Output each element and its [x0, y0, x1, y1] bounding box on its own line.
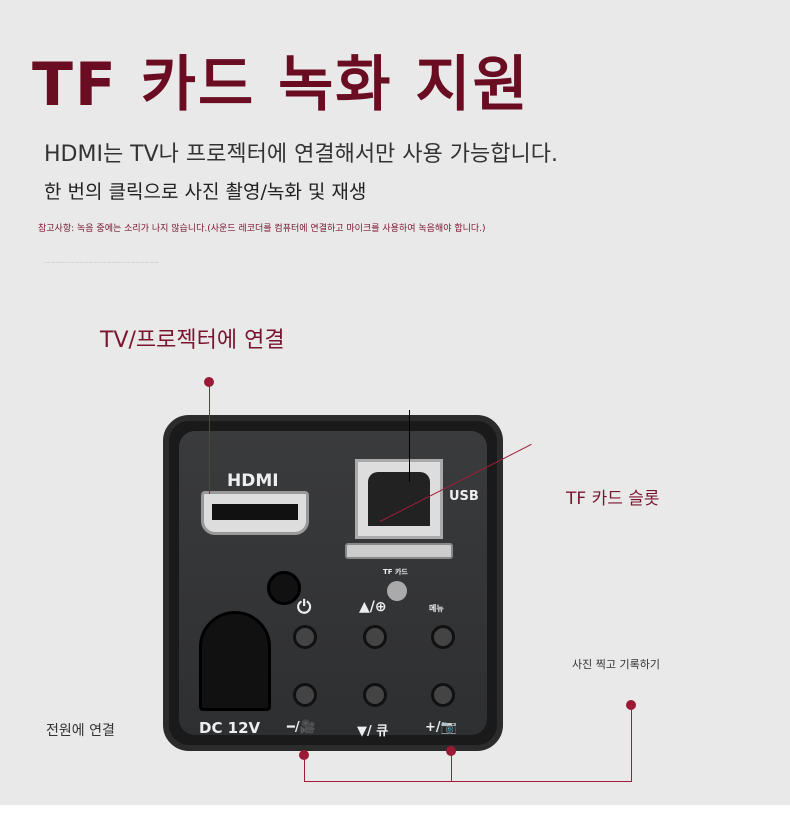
- up-zoom-button[interactable]: [363, 625, 387, 649]
- callout-line-photo: [631, 705, 632, 782]
- minus-record-label: ━/🎥: [287, 720, 316, 735]
- plus-photo-button[interactable]: [431, 683, 455, 707]
- fine-print-decoration: ········································…: [44, 260, 159, 265]
- power-button[interactable]: [293, 625, 317, 649]
- usb-label: USB: [449, 489, 479, 504]
- camera-back-panel: HDMI USB TF 카드 ⏻ ▲/⊕ 메뉴 DC 12V ━/🎥 ▼/ 큐 …: [163, 415, 503, 751]
- tf-slot: [345, 543, 453, 559]
- callout-photo: 사진 찍고 기록하기: [572, 658, 660, 671]
- power-icon: ⏻: [297, 597, 312, 618]
- callout-line-usb: [409, 410, 410, 482]
- panel-face: HDMI USB TF 카드 ⏻ ▲/⊕ 메뉴 DC 12V ━/🎥 ▼/ 큐 …: [179, 431, 487, 739]
- tf-led: [387, 581, 407, 601]
- callout-line-tv: [209, 382, 210, 494]
- note-text: 참고사항: 녹음 중에는 소리가 나지 않습니다.(사운드 레코더를 컴퓨터에 …: [38, 224, 486, 234]
- callout-tf-slot: TF 카드 슬롯: [566, 489, 660, 509]
- dc-label: DC 12V: [199, 719, 261, 737]
- dc-jack: [199, 611, 271, 711]
- headline: TF 카드 녹화 지원: [32, 50, 530, 120]
- callout-line-plus: [451, 751, 452, 782]
- callout-power: 전원에 연결: [46, 723, 115, 739]
- ir-sensor: [267, 571, 301, 605]
- menu-label: 메뉴: [429, 604, 444, 613]
- callout-line-record: [304, 755, 305, 782]
- callout-line-bottom: [304, 781, 632, 782]
- down-label: ▼/ 큐: [357, 724, 389, 739]
- down-playback-button[interactable]: [363, 683, 387, 707]
- menu-button[interactable]: [431, 625, 455, 649]
- hdmi-label: HDMI: [227, 471, 279, 491]
- plus-photo-label: +/📷: [425, 720, 457, 735]
- subtitle-hdmi: HDMI는 TV나 프로젝터에 연결해서만 사용 가능합니다.: [44, 142, 558, 167]
- minus-record-button[interactable]: [293, 683, 317, 707]
- callout-tv: TV/프로젝터에 연결: [100, 328, 285, 353]
- bottom-strip: [0, 805, 790, 815]
- hdmi-port: [201, 491, 309, 535]
- subtitle-oneclick: 한 번의 클릭으로 사진 촬영/녹화 및 재생: [44, 181, 367, 203]
- tf-card-label: TF 카드: [383, 568, 408, 576]
- zoom-in-label: ▲/⊕: [359, 599, 387, 615]
- usb-port: [355, 459, 443, 539]
